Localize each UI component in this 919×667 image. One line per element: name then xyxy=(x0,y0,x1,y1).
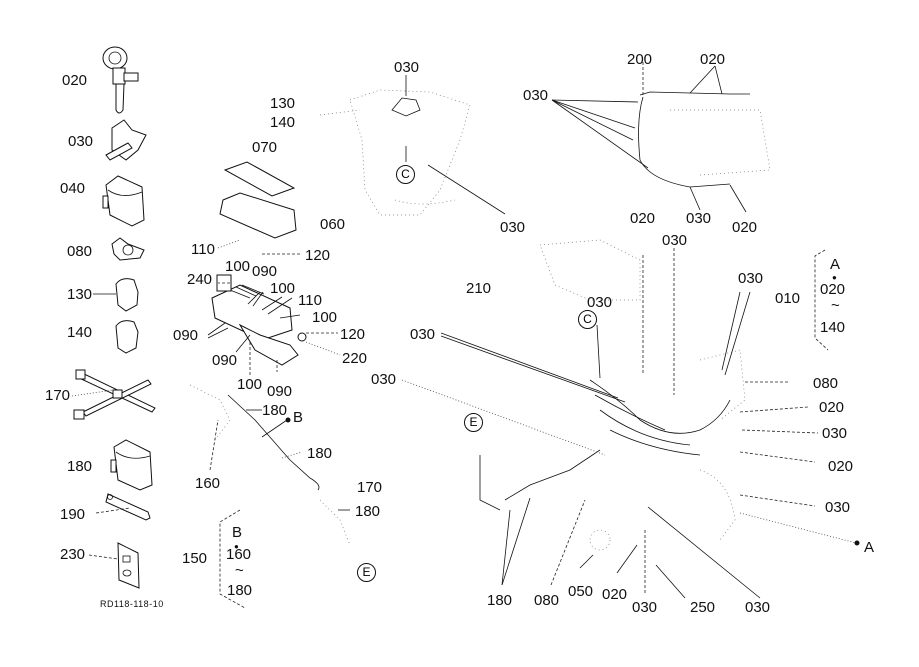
group-b-letter: B xyxy=(232,524,243,541)
cap-icon xyxy=(115,278,139,312)
legend-label-170: 170 xyxy=(45,387,71,404)
band-icon xyxy=(105,493,151,521)
label-030: 030 xyxy=(632,599,658,616)
label-020: 020 xyxy=(630,210,656,227)
label-210: 210 xyxy=(466,280,492,297)
lower-left-harness xyxy=(189,384,351,546)
label-200: 200 xyxy=(627,51,653,68)
legend-label-080: 080 xyxy=(67,243,93,260)
legend-label-040: 040 xyxy=(60,180,86,197)
point-b-marker xyxy=(285,417,291,423)
fuse-box xyxy=(211,274,307,366)
group-a-from: 020 xyxy=(820,281,846,298)
legend-label-020: 020 xyxy=(62,72,88,89)
group-a-tilde: ~ xyxy=(831,297,840,314)
legend-label-230: 230 xyxy=(60,546,86,563)
legend-label-130: 130 xyxy=(67,286,93,303)
fuse-box-cover xyxy=(219,161,297,239)
label-020: 020 xyxy=(700,51,726,68)
group-b-bracket xyxy=(219,509,246,609)
legend-label-140: 140 xyxy=(67,324,93,341)
label-030: 030 xyxy=(371,371,397,388)
label-090: 090 xyxy=(212,352,238,369)
label-030: 030 xyxy=(410,326,436,343)
plate-icon xyxy=(117,542,140,589)
group-b-to: 180 xyxy=(227,582,253,599)
point-a-label: A xyxy=(864,539,875,556)
clip-small-icon xyxy=(111,237,145,261)
point-a-marker xyxy=(854,540,860,546)
label-030: 030 xyxy=(500,219,526,236)
label-030: 030 xyxy=(394,59,420,76)
group-a-letter: A xyxy=(830,256,841,273)
label-030: 030 xyxy=(738,270,764,287)
label-100: 100 xyxy=(225,258,251,275)
label-100: 100 xyxy=(270,280,296,297)
boot-cover-icon xyxy=(102,175,145,227)
label-060: 060 xyxy=(320,216,346,233)
cap-icon xyxy=(115,320,139,354)
label-030: 030 xyxy=(745,599,771,616)
label-120: 120 xyxy=(305,247,331,264)
label-110: 110 xyxy=(298,292,322,309)
bullet-icon: ● xyxy=(234,542,239,551)
engine-outline xyxy=(319,89,471,216)
label-180: 180 xyxy=(355,503,381,520)
label-030: 030 xyxy=(686,210,712,227)
label-080: 080 xyxy=(813,375,839,392)
label-020: 020 xyxy=(732,219,758,236)
label-130: 130 xyxy=(270,95,296,112)
label-030: 030 xyxy=(822,425,848,442)
label-030: 030 xyxy=(662,232,688,249)
label-140: 140 xyxy=(270,114,296,131)
point-b-label: B xyxy=(293,409,304,426)
label-160: 160 xyxy=(195,475,221,492)
harness-200 xyxy=(638,91,771,188)
label-020: 020 xyxy=(602,586,628,603)
legend-label-180: 180 xyxy=(67,458,93,475)
cable-clamp-icon xyxy=(102,46,139,114)
drawing-code: RD118-118-10 xyxy=(100,599,164,609)
legend-label-030: 030 xyxy=(68,133,94,150)
label-090: 090 xyxy=(267,383,293,400)
label-180: 180 xyxy=(262,402,288,419)
reference-marker-e: E xyxy=(464,413,483,432)
legend-label-190: 190 xyxy=(60,506,86,523)
reference-marker-c: C xyxy=(578,310,597,329)
cable-tie-icon xyxy=(73,369,156,420)
label-080: 080 xyxy=(534,592,560,609)
label-170: 170 xyxy=(357,479,383,496)
label-020: 020 xyxy=(819,399,845,416)
label-180: 180 xyxy=(487,592,513,609)
reference-marker-c: C xyxy=(396,165,415,184)
boot-cover-icon xyxy=(110,439,153,491)
label-030: 030 xyxy=(587,294,613,311)
label-070: 070 xyxy=(252,139,278,156)
label-100: 100 xyxy=(237,376,263,393)
label-010: 010 xyxy=(775,290,801,307)
label-180: 180 xyxy=(307,445,333,462)
label-090: 090 xyxy=(173,327,199,344)
label-240: 240 xyxy=(187,271,213,288)
main-harness xyxy=(479,239,746,541)
reference-marker-e: E xyxy=(357,563,376,582)
label-120: 120 xyxy=(340,326,366,343)
group-b-tilde: ~ xyxy=(235,562,244,579)
label-220: 220 xyxy=(342,350,368,367)
bullet-icon: ● xyxy=(832,273,837,282)
group-a-to: 140 xyxy=(820,319,846,336)
label-100: 100 xyxy=(312,309,338,326)
label-250: 250 xyxy=(690,599,716,616)
group-a-bracket xyxy=(814,249,829,351)
label-030: 030 xyxy=(825,499,851,516)
label-020: 020 xyxy=(828,458,854,475)
clip-icon xyxy=(105,119,147,161)
group-b-ref: 150 xyxy=(182,550,208,567)
label-050: 050 xyxy=(568,583,594,600)
group-b-from: 160 xyxy=(226,546,252,563)
label-110: 110 xyxy=(191,241,215,258)
label-090: 090 xyxy=(252,263,278,280)
label-030: 030 xyxy=(523,87,549,104)
